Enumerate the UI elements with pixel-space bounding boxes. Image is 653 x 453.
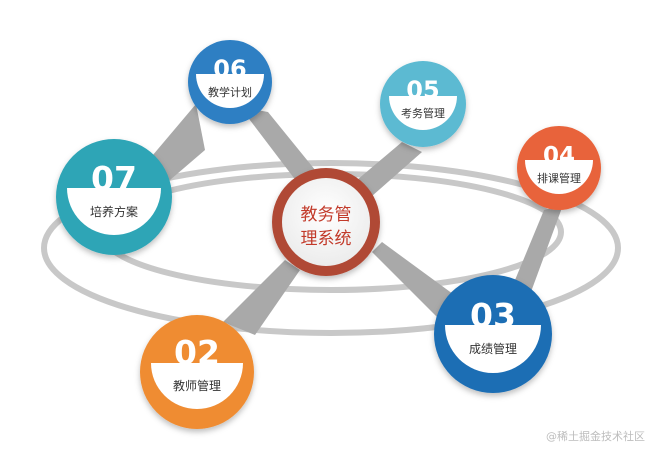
connector-02 (223, 260, 300, 335)
node-04-number: 04 (543, 143, 575, 169)
node-04-label: 排课管理 (537, 171, 581, 185)
node-02-label: 教师管理 (173, 378, 221, 393)
node-07: 07 培养方案 (56, 139, 172, 255)
orbit-ring-outer (41, 160, 621, 336)
node-03-label: 成绩管理 (469, 341, 517, 356)
center-hub: 教务管 理系统 (272, 168, 380, 276)
node-05-label: 考务管理 (401, 106, 445, 120)
connector-03 (372, 242, 468, 320)
node-06: 06 教学计划 (188, 40, 272, 124)
node-05-number: 05 (406, 76, 439, 104)
connector-06 (240, 107, 320, 186)
node-06-number: 06 (213, 55, 246, 83)
connector-07 (147, 104, 205, 180)
node-02: 02 教师管理 (140, 315, 254, 429)
node-04: 04 排课管理 (517, 126, 601, 210)
node-03-number: 03 (470, 296, 516, 335)
connector-04 (508, 205, 563, 300)
node-07-label: 培养方案 (90, 204, 138, 219)
node-02-number: 02 (174, 333, 220, 372)
node-07-number: 07 (91, 159, 137, 198)
connector-05 (357, 142, 422, 196)
connectors (147, 104, 563, 335)
watermark-text: @稀土掘金技术社区 (546, 430, 645, 443)
node-06-label: 教学计划 (208, 85, 252, 99)
center-title-line1: 教务管 (301, 205, 352, 225)
node-03: 03 成绩管理 (434, 275, 552, 393)
node-05: 05 考务管理 (380, 61, 466, 147)
center-title-line2: 理系统 (301, 229, 352, 249)
